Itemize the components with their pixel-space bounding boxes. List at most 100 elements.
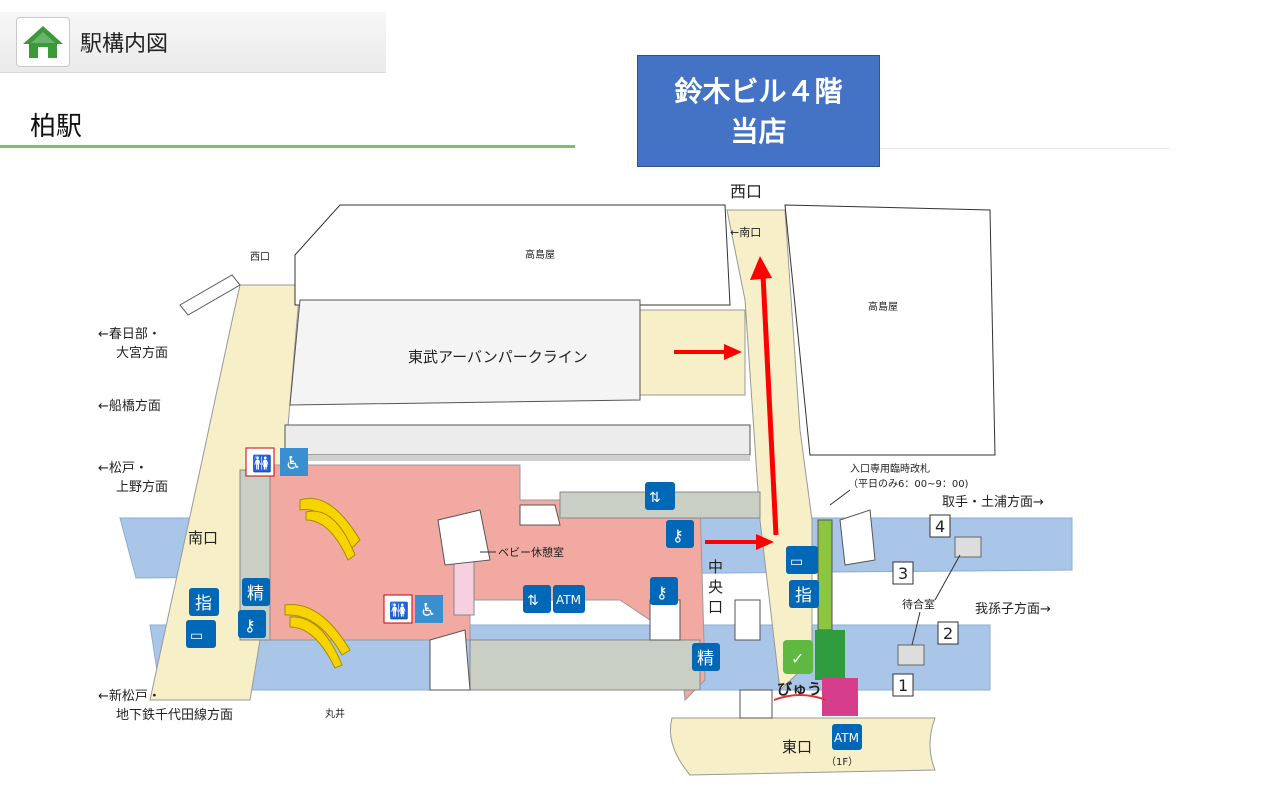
elevator-icon-lower: ⇅ [523,585,551,613]
locker-key-icon-3: ⚷ [238,610,266,638]
route-arrow-vertical [760,274,779,536]
svg-text:♿: ♿ [285,453,301,474]
label-dir-matsudo-2: 上野方面 [116,479,168,495]
svg-text:▭: ▭ [790,554,803,570]
store-location-callout: 鈴木ビル４階 当店 [637,55,880,167]
label-dir-funabashi: ←船橋方面 [98,398,161,414]
label-marui: 丸井 [325,707,345,720]
platform-number-4: 4 [929,514,951,538]
svg-text:⇅: ⇅ [527,593,539,609]
label-south-arrow: ←南口 [730,226,761,239]
svg-text:ATM: ATM [556,593,581,607]
platform-number-2: 2 [937,621,959,645]
store-callout-line1: 鈴木ビル４階 [674,75,843,108]
svg-text:ATM: ATM [834,731,859,745]
station-name: 柏駅 [30,112,83,142]
label-dir-abiko: 我孫子方面→ [975,601,1051,617]
label-dir-shinmatsudo-1: ←新松戸・ [98,688,161,704]
route-arrows [674,256,779,550]
svg-text:✓: ✓ [791,649,804,668]
view-plaza-icon: ✓ [783,640,813,674]
label-east-exit: 東口 [782,738,812,756]
svg-text:⚷: ⚷ [656,583,668,602]
label-dir-matsudo-1: ←松戸・ [98,461,148,476]
ticket-machine-icon-2: ▭ [186,620,216,648]
label-central-exit-1: 中 [708,558,723,576]
label-takashimaya-left: 高島屋 [525,248,555,261]
label-south-exit: 南口 [188,529,218,547]
label-west-exit-small: 西口 [250,252,270,263]
home-icon [23,26,63,58]
home-button[interactable] [16,17,70,67]
svg-text:3: 3 [898,564,908,583]
east-exit-area [669,717,936,776]
platform-number-3: 3 [892,561,914,585]
platform-number-1: 1 [892,673,914,697]
escalator-lower [284,604,351,669]
svg-text:びゅう: びゅう [777,680,822,698]
label-dir-kasukabe-1: ←春日部・ [98,327,161,342]
svg-text:指: 指 [195,594,212,614]
route-arrow-vertical-head [750,256,772,280]
accessible-icon-lower: ♿ [415,595,443,623]
svg-text:1: 1 [898,676,908,695]
accessible-icon-upper: ♿ [280,448,308,476]
label-dir-toride: 取手・土浦方面→ [942,494,1044,510]
waiting-room-a [954,536,982,558]
fare-adjust-icon-2: 精 [692,643,720,671]
label-takashimaya-right: 高島屋 [868,300,898,313]
svg-text:2: 2 [943,624,953,643]
route-arrow-central-head [756,534,774,550]
label-temp-gate-2: （平日のみ6：00~9：00) [848,478,969,490]
takashimaya-right-building [784,204,996,456]
toilet-icon-upper: 🚻 [245,447,275,477]
waiting-room-b [897,644,925,666]
svg-text:精: 精 [697,649,714,669]
svg-text:指: 指 [795,586,812,606]
label-west-exit: 西口 [730,182,762,201]
view-logo: びゅう [773,680,827,701]
ticket-gate-strip [817,519,833,631]
svg-text:⚷: ⚷ [672,526,684,545]
tobu-station [289,299,641,406]
takashimaya-left-building [294,204,731,306]
shop-green [815,630,845,680]
divider [880,148,1170,149]
label-tobu-line: 東武アーバンパークライン [408,348,588,366]
label-atm-floor: （1F） [826,756,858,768]
svg-text:⇅: ⇅ [649,490,661,506]
header-title: 駅構内図 [80,32,169,57]
locker-key-icon-2: ⚷ [650,577,678,605]
elevator-icon-upper: ⇅ [645,482,675,510]
atm-icon-east: ATM [832,724,862,750]
toilet-icon-lower: 🚻 [383,594,413,624]
svg-text:🚻: 🚻 [252,454,272,473]
title-underline [0,145,575,148]
locker-key-icon-1: ⚷ [666,520,694,548]
label-baby-room: ベビー休憩室 [498,545,564,559]
svg-text:精: 精 [247,584,264,604]
label-dir-kasukabe-2: 大宮方面 [116,345,168,361]
stairs [179,274,876,719]
svg-text:4: 4 [935,517,945,536]
atm-icon-center: ATM [553,585,585,613]
svg-text:♿: ♿ [420,600,436,621]
svg-text:⚷: ⚷ [244,616,256,635]
escalator-upper [299,497,361,561]
header-bar: 駅構内図 [0,12,386,73]
ticket-machine-icon-1: ▭ [786,546,818,574]
tobu-platform-strip [284,424,751,456]
label-central-exit-3: 口 [708,598,723,616]
store-callout-line2: 当店 [730,115,787,148]
fare-adjust-icon-1: 精 [242,578,270,606]
platform-structure-b [469,639,701,691]
svg-text:🚻: 🚻 [389,601,409,620]
reserved-ticket-icon-1: 指 [789,580,819,608]
shop-magenta [822,678,858,716]
label-waiting-room: 待合室 [902,597,935,611]
reserved-ticket-icon-2: 指 [189,588,219,616]
svg-text:▭: ▭ [190,628,203,644]
route-arrow-tobu-head [724,344,742,360]
label-central-exit-2: 央 [708,578,723,596]
